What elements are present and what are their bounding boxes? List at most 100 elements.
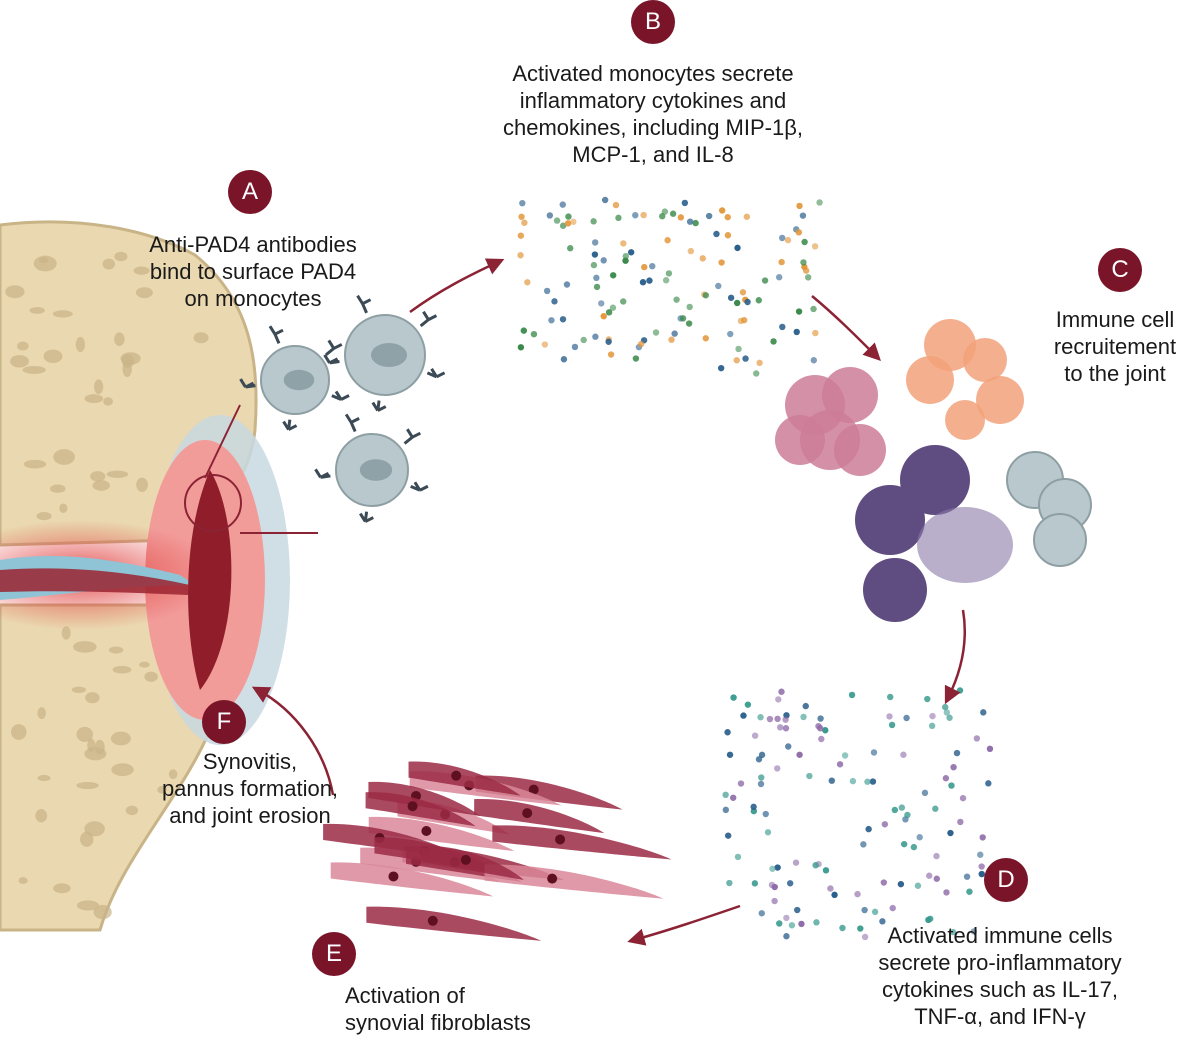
cytokine-dot	[664, 237, 671, 244]
cytokine-dot	[718, 259, 725, 266]
bone-pore	[18, 877, 28, 884]
antibody-icon	[419, 310, 438, 328]
cytokine-dot	[620, 240, 627, 247]
cytokine-dot	[679, 315, 687, 322]
cytokine-dot	[869, 778, 877, 785]
cytokine-dot	[661, 208, 669, 215]
cytokine-dot	[985, 780, 992, 787]
bone-pore	[75, 336, 85, 353]
cytokine-dot	[600, 257, 607, 264]
cytokine-dot	[591, 239, 599, 246]
caption-d-line-4: TNF-α, and IFN-γ	[914, 1004, 1086, 1029]
cytokine-dot	[778, 688, 785, 695]
cytokine-dot	[786, 880, 794, 887]
cytokine-dot	[673, 296, 680, 303]
step-badge-f: F	[202, 700, 246, 744]
cytokine-dot	[764, 829, 772, 836]
neutrophil-cell	[900, 445, 970, 515]
cytokine-dot	[685, 320, 693, 327]
cytokine-dot	[827, 885, 834, 892]
cytokine-dot	[857, 925, 864, 932]
cytokine-dot	[776, 920, 783, 927]
cytokine-dot	[861, 906, 868, 914]
fibroblast-cell	[365, 792, 476, 827]
cytokine-dot	[864, 778, 871, 785]
cytokine-dot	[880, 879, 888, 886]
cytokine-dot	[947, 829, 954, 837]
cytokine-dot	[841, 752, 849, 759]
cycle-arrows	[251, 258, 966, 946]
bone-pore	[112, 665, 132, 674]
fibroblast-nucleus	[388, 871, 399, 882]
cytokine-dot	[761, 277, 769, 284]
cytokine-dot	[737, 780, 745, 787]
antibody-icon	[356, 294, 372, 314]
caption-e-line-2: synovial fibroblasts	[345, 1010, 531, 1035]
cytokine-dot	[973, 735, 981, 742]
step-badge-b: B	[631, 0, 675, 44]
cytokine-dot	[705, 212, 713, 220]
bone-pore	[49, 484, 66, 493]
arrow-d-to-e	[627, 904, 741, 946]
cytokine-dot	[914, 882, 922, 889]
cytokine-dot	[806, 772, 813, 780]
magnifier-line-1	[204, 404, 241, 479]
cytokine-dot	[607, 351, 615, 358]
cytokine-dot	[953, 749, 961, 757]
cytokine-dot	[956, 687, 964, 694]
antibody-icon	[323, 354, 340, 365]
fibroblast-nucleus	[407, 801, 418, 812]
cytokine-dot	[758, 910, 765, 917]
cytokine-dot	[788, 922, 796, 929]
caption-d-line-3: cytokines such as IL-17,	[881, 977, 1118, 1002]
caption-d: Activated immune cells secrete pro-infla…	[850, 922, 1150, 1030]
cytokine-dot	[559, 201, 566, 208]
bone-pore	[84, 394, 104, 403]
monocyte-nucleus	[283, 369, 315, 391]
bone-pore	[92, 480, 110, 491]
bone-pore	[133, 266, 150, 275]
cytokine-dot	[571, 343, 579, 351]
caption-f-line-3: and joint erosion	[169, 803, 331, 828]
cytokine-dot	[849, 777, 857, 785]
cytokine-dot	[724, 832, 732, 839]
cytokine-cloud-b	[517, 196, 823, 377]
antibody-icon	[325, 339, 343, 356]
cytokine-dot	[702, 292, 710, 299]
cytokine-dot	[800, 259, 807, 266]
cytokine-dot	[796, 202, 803, 210]
bone-pore	[94, 379, 104, 395]
synovial-fibroblasts	[323, 761, 672, 941]
cytokine-dot	[978, 870, 985, 878]
cytokine-dot	[860, 841, 867, 848]
bone-pore	[22, 365, 46, 374]
caption-c: Immune cell recruitement to the joint	[1035, 306, 1195, 387]
cytokine-dot	[861, 933, 869, 941]
fibroblast-nucleus	[421, 826, 432, 837]
cytokine-dot	[881, 821, 889, 828]
cytokine-dot	[713, 230, 720, 238]
recruited-immune-cells	[775, 319, 1092, 622]
cytokine-dot	[796, 751, 803, 758]
bone-pore	[16, 341, 29, 351]
cytokine-dot	[546, 212, 554, 219]
bone-pore	[53, 449, 75, 465]
joint-anatomy	[0, 220, 318, 932]
bone-pore	[36, 511, 52, 521]
cytokine-dot	[563, 281, 571, 288]
cytokine-dot	[810, 357, 817, 364]
cytokine-dot	[891, 806, 899, 814]
cytokine-dot	[620, 298, 627, 305]
cytokine-dot	[924, 695, 931, 703]
caption-f-line-1: Synovitis,	[202, 749, 298, 774]
cytokine-dot	[551, 298, 558, 305]
cytokine-dot	[687, 247, 695, 255]
fibroblast-nucleus	[528, 784, 539, 795]
cytokine-dot	[793, 328, 800, 336]
cytokine-dot	[817, 715, 824, 722]
cytokine-dot	[734, 853, 742, 861]
cytokine-dot	[668, 336, 675, 343]
cytokine-dot	[753, 370, 760, 377]
cytokine-dot	[784, 236, 792, 244]
cytokine-dot	[640, 211, 647, 219]
